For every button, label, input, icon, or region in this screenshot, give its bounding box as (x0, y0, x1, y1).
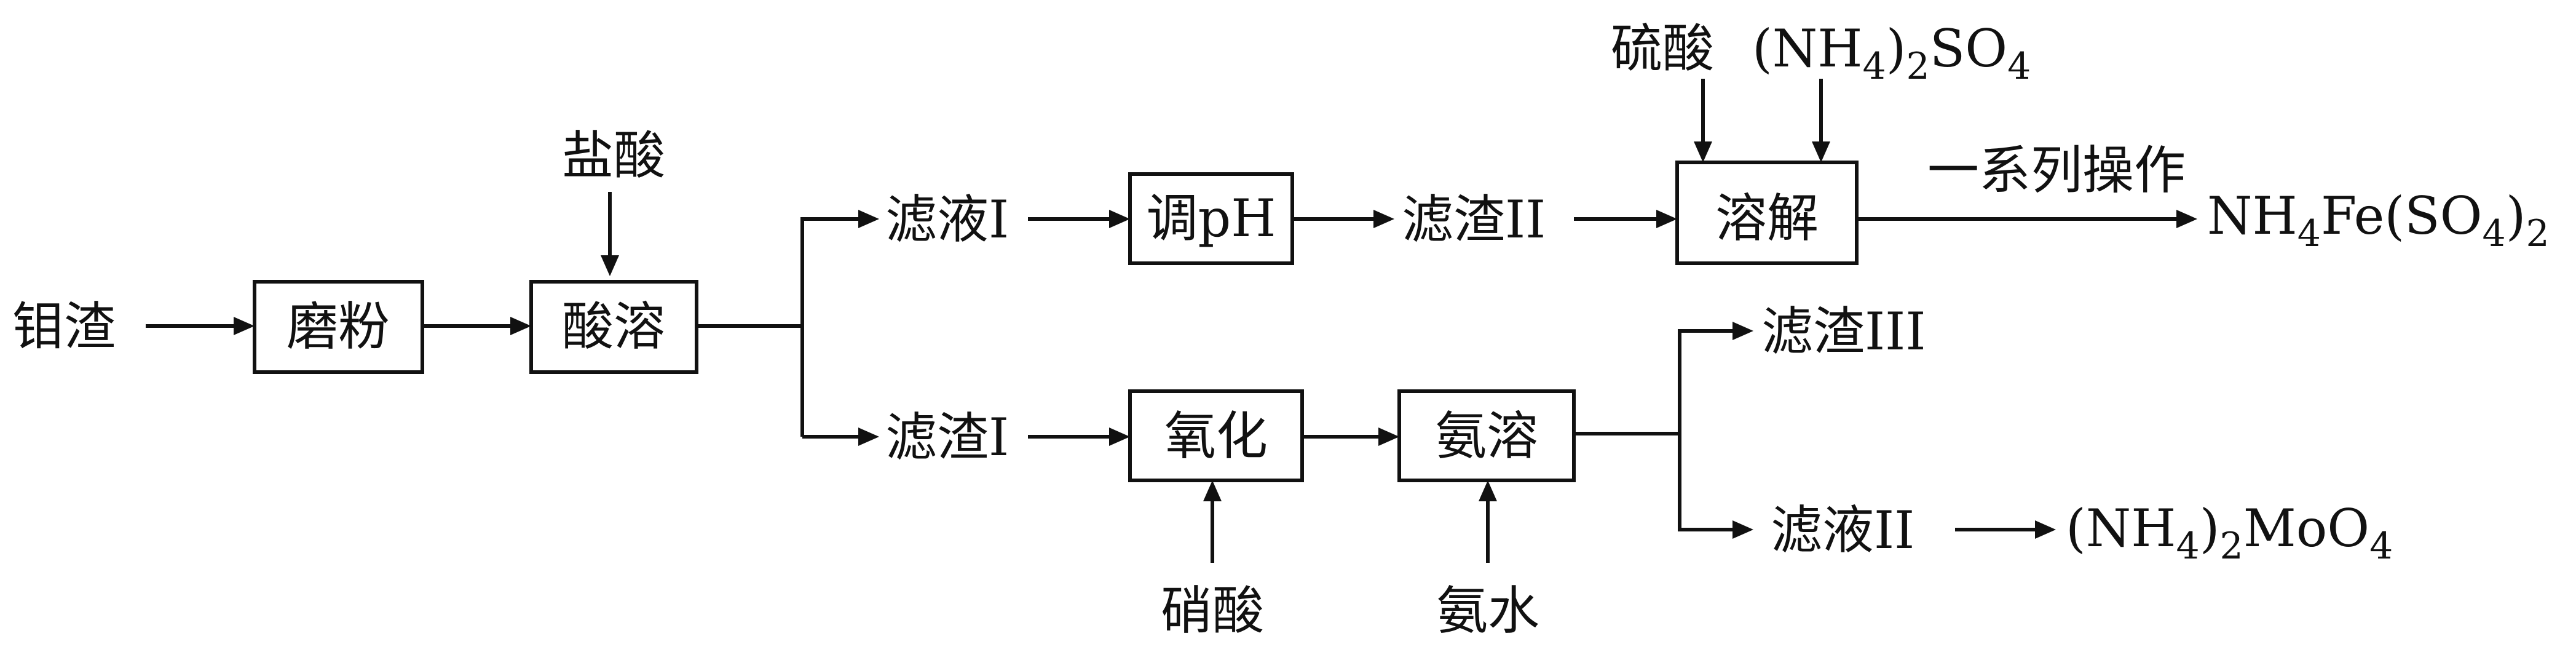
flow-connectors (146, 79, 2183, 563)
arrow-head-right (1378, 427, 1399, 446)
process-box-oxidation: 氧化 (1128, 389, 1304, 482)
hydrochloric-acid-label: 盐酸 (562, 125, 665, 186)
oxidation-label: 氧化 (1164, 406, 1268, 466)
process-box-acid-leach: 酸溶 (529, 280, 698, 374)
arrow-head-right (1373, 210, 1394, 228)
arrow-head-right (510, 317, 531, 335)
dissolve-label: 溶解 (1715, 188, 1819, 248)
arrow-head-right (1109, 427, 1130, 446)
process-box-ammonia-leach: 氨溶 (1397, 389, 1576, 482)
arrow-head-right (234, 317, 255, 335)
nitric-acid-label: 硝酸 (1161, 581, 1264, 641)
arrow-heads (234, 141, 2197, 539)
arrow-head-up (1203, 480, 1222, 501)
arrow-head-right (1656, 210, 1677, 228)
arrow-head-right (858, 427, 879, 446)
arrow-head-down (1812, 141, 1830, 162)
process-box-dissolve: 溶解 (1675, 161, 1859, 265)
arrow-head-right (858, 210, 879, 228)
filter-residue-2-label: 滤渣II (1402, 189, 1546, 250)
arrow-head-right (2035, 520, 2056, 539)
arrow-head-right (1732, 322, 1753, 340)
arrow-head-down (601, 255, 619, 276)
arrow-head-up (1479, 480, 1497, 501)
product-iron-label: NH4Fe(SO4)2 (2207, 186, 2550, 255)
ammonia-leach-label: 氨溶 (1435, 406, 1538, 466)
molybdenum-slag-label: 钼渣 (12, 296, 116, 357)
operations-label: 一系列操作 (1927, 140, 2186, 201)
filter-residue-1-label: 滤渣I (885, 407, 1009, 467)
product-molybdate-label: (NH4)2MoO4 (2066, 498, 2393, 568)
arrow-head-right (1732, 520, 1753, 539)
ammonia-water-label: 氨水 (1436, 581, 1539, 641)
ammonium-sulfate-label: (NH4)2SO4 (1752, 18, 2031, 88)
arrow-head-right (2176, 210, 2197, 228)
arrow-head-down (1694, 141, 1712, 162)
sulfuric-acid-label: 硫酸 (1611, 18, 1714, 79)
acid-leach-label: 酸溶 (562, 296, 665, 357)
filtrate-2-label: 滤液II (1771, 500, 1914, 560)
adjust-ph-label: 调pH (1146, 188, 1276, 248)
filter-residue-3-label: 滤渣III (1761, 301, 1926, 362)
grinding-label: 磨粉 (286, 296, 390, 357)
process-box-adjust-ph: 调pH (1128, 172, 1294, 265)
arrow-head-right (1109, 210, 1130, 228)
process-box-grinding: 磨粉 (253, 280, 424, 374)
filtrate-1-label: 滤液I (885, 189, 1009, 250)
